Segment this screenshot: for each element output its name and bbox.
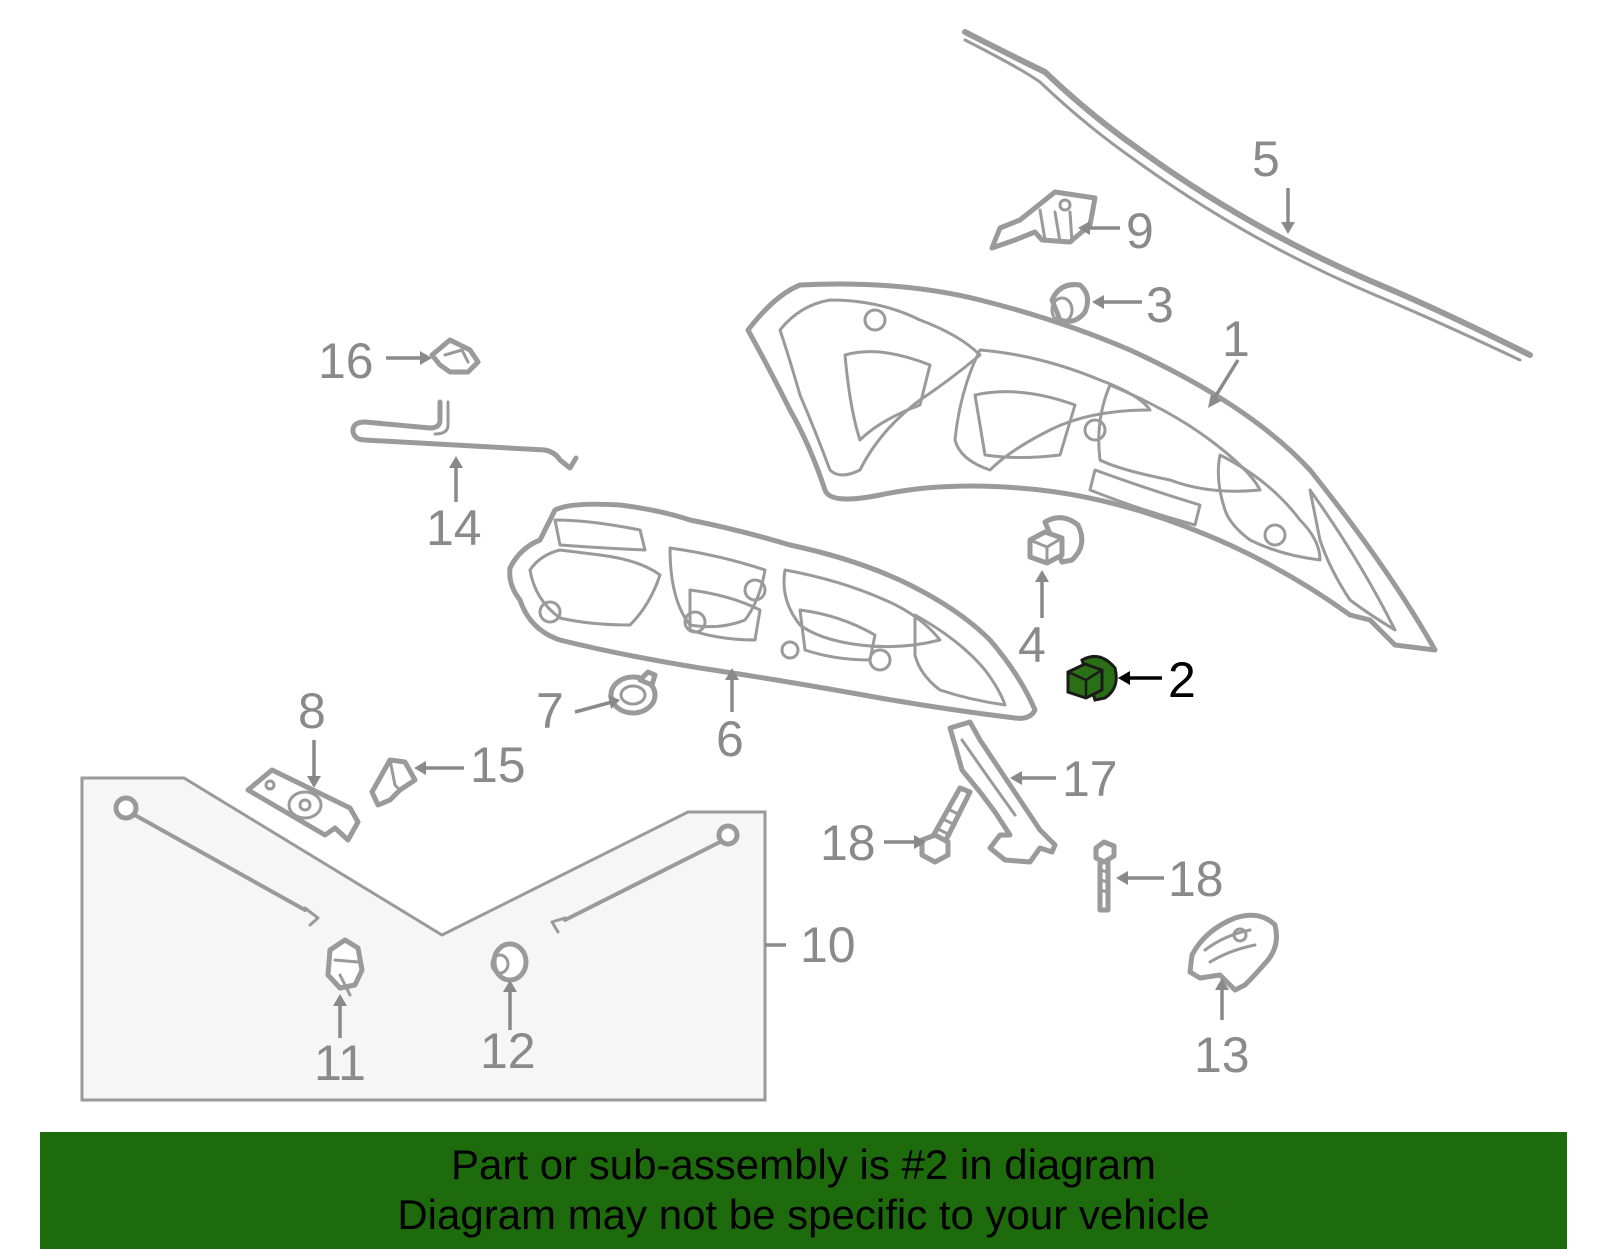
hood-panel-part-1 — [745, 281, 1438, 653]
arrowhead-8 — [307, 776, 321, 788]
bumper-part-4 — [1027, 515, 1085, 566]
callout-12: 12 — [480, 1023, 536, 1079]
callout-1: 1 — [1222, 311, 1250, 367]
arrowhead-12 — [503, 980, 517, 992]
info-banner: Part or sub-assembly is #2 in diagram Di… — [40, 1132, 1567, 1249]
bumper-part-2-highlighted — [1066, 654, 1118, 702]
leader-7 — [574, 700, 613, 714]
callout-6: 6 — [716, 711, 744, 767]
weatherstrip-part-5 — [962, 29, 1533, 362]
callout-5: 5 — [1252, 131, 1280, 187]
clip-part-11 — [325, 937, 365, 997]
support-strut-right — [550, 823, 740, 934]
callout-13: 13 — [1194, 1027, 1250, 1083]
bolt-part-18-left — [919, 785, 973, 865]
arrowhead-18-right — [1116, 871, 1128, 885]
bumper-part-3 — [1049, 282, 1091, 324]
callout-7: 7 — [536, 683, 564, 739]
bracket-part-8 — [245, 767, 361, 843]
clip-part-15 — [369, 757, 418, 808]
callout-11: 11 — [314, 1035, 366, 1091]
arrowhead-1 — [1208, 394, 1221, 408]
kit-box-10 — [80, 776, 767, 1102]
callout-14: 14 — [426, 500, 482, 556]
clip-part-16 — [429, 337, 481, 375]
arrowhead-16 — [420, 351, 432, 365]
arrowhead-17 — [1010, 771, 1022, 785]
retainer-part-7 — [608, 669, 658, 716]
arrowhead-7 — [608, 695, 620, 709]
latch-part-13 — [1187, 912, 1279, 993]
retainer-part-12 — [490, 941, 529, 983]
hinge-part-17 — [947, 719, 1058, 865]
bolt-part-18-right — [1093, 839, 1117, 913]
callout-4: 4 — [1018, 617, 1046, 673]
arrowhead-11 — [333, 994, 347, 1006]
arrowhead-15 — [414, 761, 426, 775]
callout-2: 2 — [1168, 652, 1196, 708]
arrowhead-4 — [1035, 570, 1049, 582]
arrowhead-2 — [1118, 671, 1130, 685]
support-strut-left — [113, 795, 320, 927]
arrowhead-18-left — [914, 835, 926, 849]
leader-1 — [1210, 359, 1240, 403]
prop-rod-part-14 — [350, 399, 579, 471]
callout-9: 9 — [1126, 203, 1154, 259]
callout-16: 16 — [318, 333, 374, 389]
callout-8: 8 — [298, 683, 326, 739]
callout-18-left: 18 — [820, 815, 876, 871]
callout-15: 15 — [470, 737, 526, 793]
arrowhead-14 — [449, 456, 463, 468]
callout-17: 17 — [1062, 751, 1118, 807]
bracket-part-9 — [989, 189, 1098, 251]
arrowhead-13 — [1215, 978, 1229, 990]
callout-18-right: 18 — [1168, 851, 1224, 907]
banner-line-2: Diagram may not be specific to your vehi… — [397, 1191, 1210, 1238]
parts-diagram: 5 9 3 1 16 14 4 2 7 8 6 15 17 18 18 10 1… — [80, 29, 1533, 1102]
arrowhead-6 — [725, 668, 739, 680]
arrowhead-3 — [1092, 295, 1104, 309]
insulator-part-6 — [507, 501, 1038, 721]
callout-3: 3 — [1146, 277, 1174, 333]
callout-10: 10 — [800, 917, 856, 973]
arrowhead-9 — [1078, 221, 1090, 235]
arrowhead-5 — [1281, 222, 1295, 234]
banner-line-1: Part or sub-assembly is #2 in diagram — [451, 1141, 1156, 1188]
